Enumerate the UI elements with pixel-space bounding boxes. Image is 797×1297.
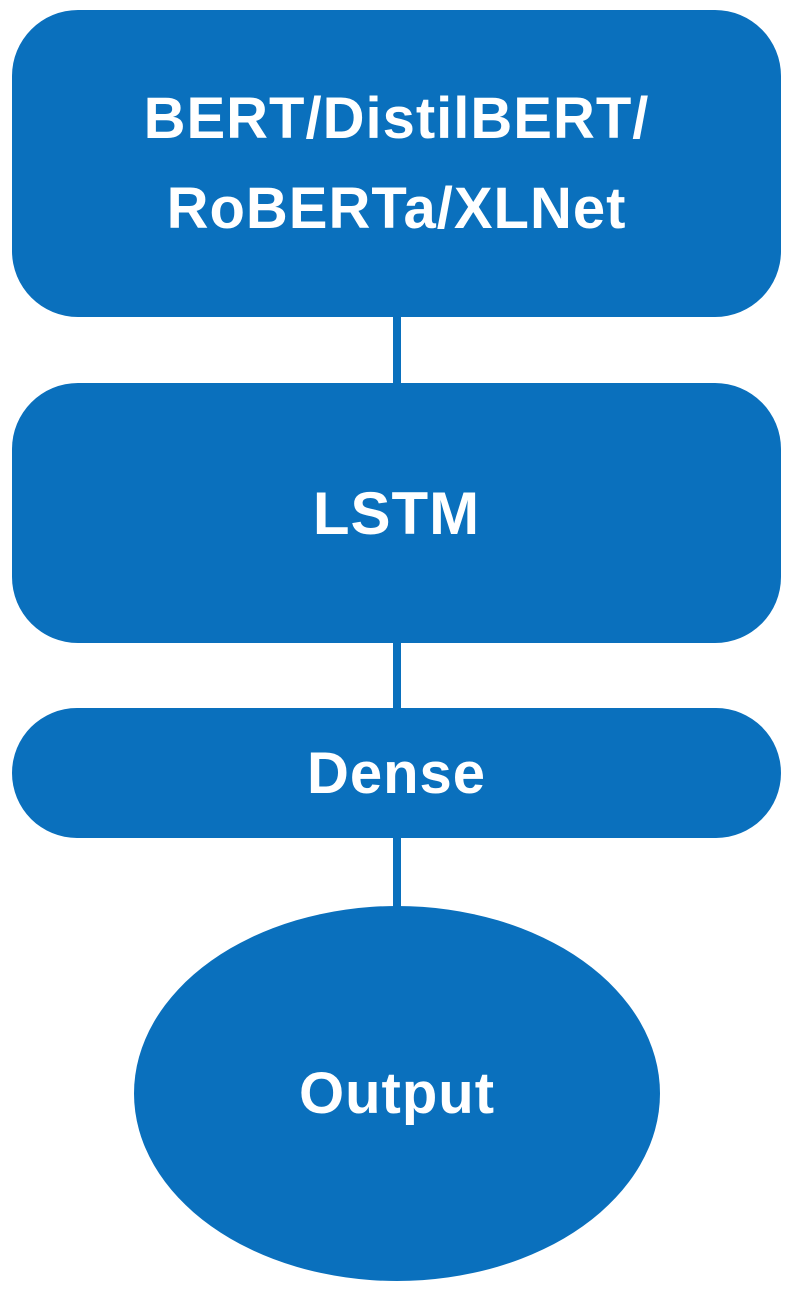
connector-lstm-to-dense bbox=[393, 643, 401, 708]
node-transformers-label-line-1: BERT/DistilBERT/ bbox=[143, 85, 650, 151]
connector-transformers-to-lstm bbox=[393, 317, 401, 383]
connector-dense-to-output bbox=[393, 838, 401, 908]
node-transformers: BERT/DistilBERT/ RoBERTa/XLNet bbox=[12, 10, 781, 317]
node-dense-label: Dense bbox=[306, 740, 487, 806]
node-lstm-label: LSTM bbox=[312, 479, 481, 547]
node-lstm: LSTM bbox=[12, 383, 781, 643]
node-output: Output bbox=[134, 906, 660, 1281]
node-dense: Dense bbox=[12, 708, 781, 838]
node-transformers-label-line-2: RoBERTa/XLNet bbox=[166, 175, 627, 241]
node-output-label: Output bbox=[298, 1061, 496, 1126]
